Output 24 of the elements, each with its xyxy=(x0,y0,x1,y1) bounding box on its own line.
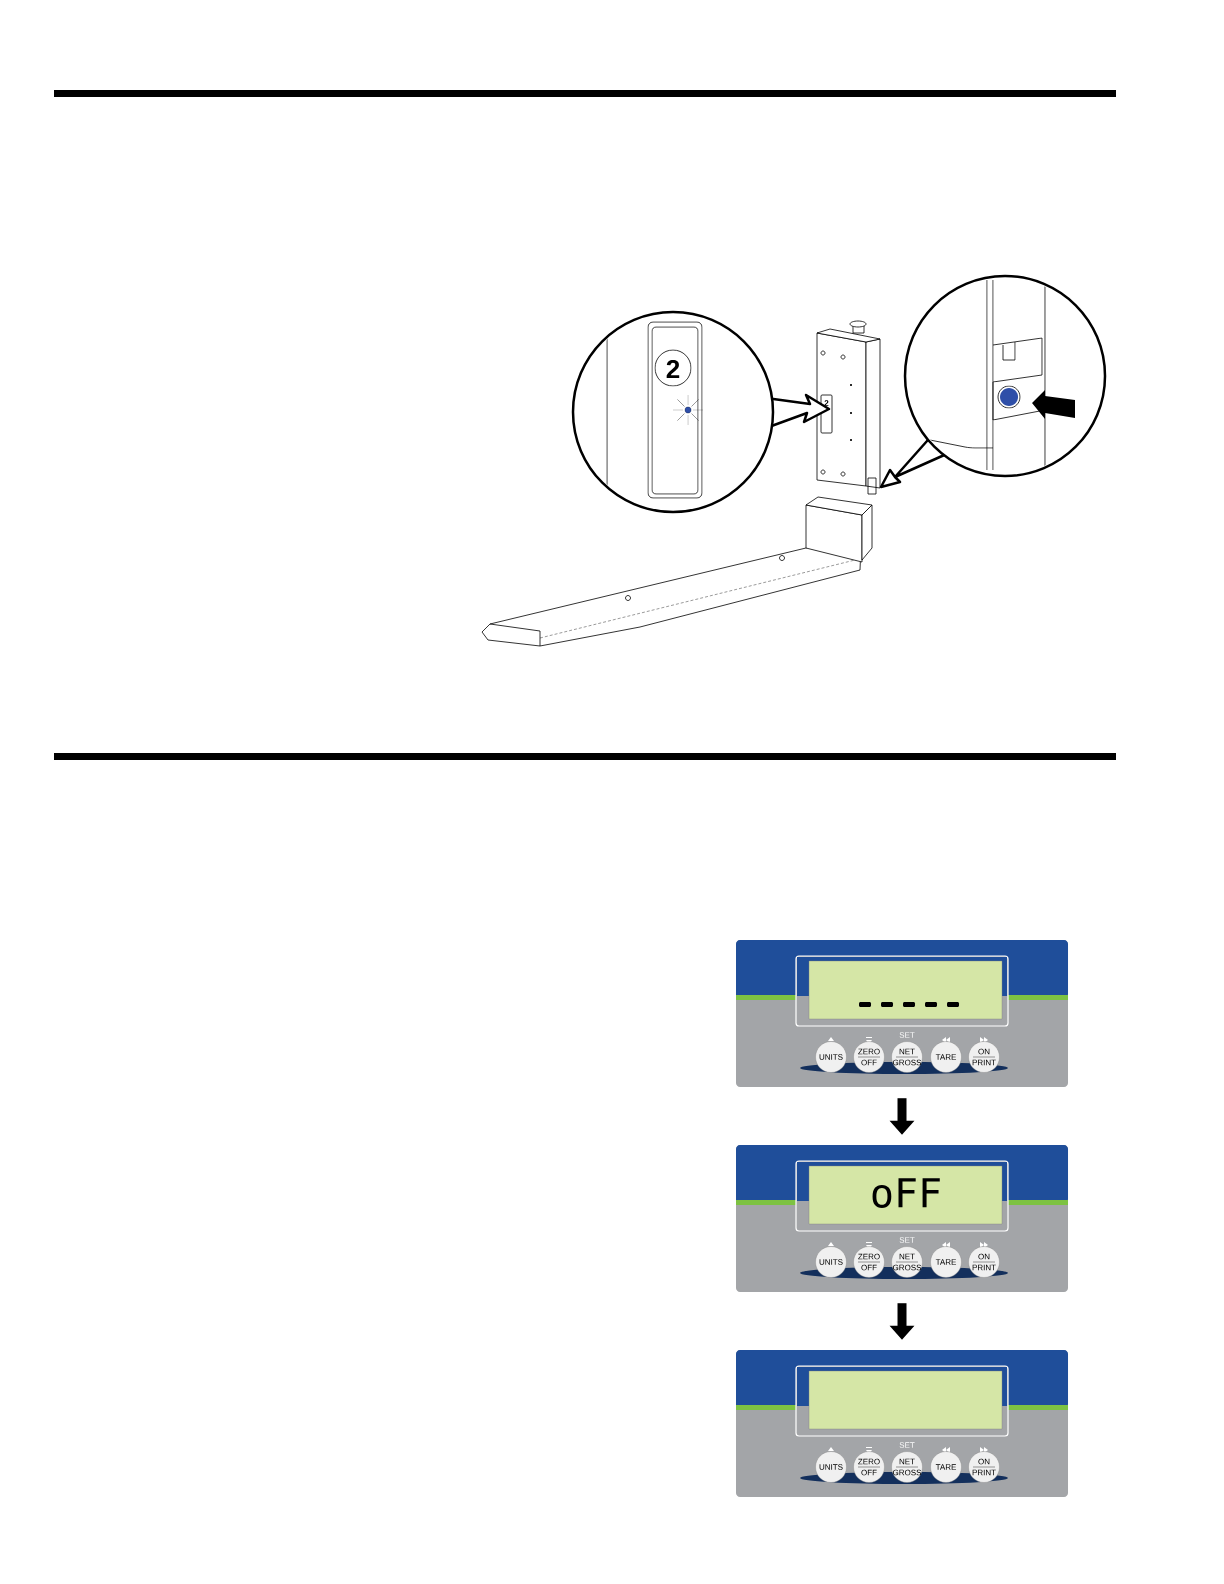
key-button: TARE xyxy=(930,1246,962,1278)
key-button: ZERO OFF xyxy=(853,1041,885,1073)
key-button: UNITS xyxy=(815,1041,847,1073)
key-button: NET GROSS xyxy=(891,1041,923,1073)
key-legend: SET xyxy=(899,1237,915,1243)
key-legend: SET xyxy=(899,1032,915,1038)
plate-number: 2 xyxy=(824,400,829,406)
indicator-panel xyxy=(736,940,1068,1087)
key-button: NET GROSS xyxy=(891,1451,923,1483)
indicator-panel xyxy=(736,1145,1068,1292)
key-button: ON PRINT xyxy=(968,1246,1000,1278)
key-button: ON PRINT xyxy=(968,1041,1000,1073)
display-reading: oFF xyxy=(872,1178,940,1208)
key-button: ON PRINT xyxy=(968,1451,1000,1483)
key-button: TARE xyxy=(930,1041,962,1073)
key-button: TARE xyxy=(930,1451,962,1483)
key-button: ZERO OFF xyxy=(853,1451,885,1483)
key-button: ZERO OFF xyxy=(853,1246,885,1278)
key-button: UNITS xyxy=(815,1246,847,1278)
key-button: NET GROSS xyxy=(891,1246,923,1278)
key-legend: SET xyxy=(899,1442,915,1448)
indicator-panel xyxy=(736,1350,1068,1497)
key-button: UNITS xyxy=(815,1451,847,1483)
callout-number: 2 xyxy=(666,359,680,379)
